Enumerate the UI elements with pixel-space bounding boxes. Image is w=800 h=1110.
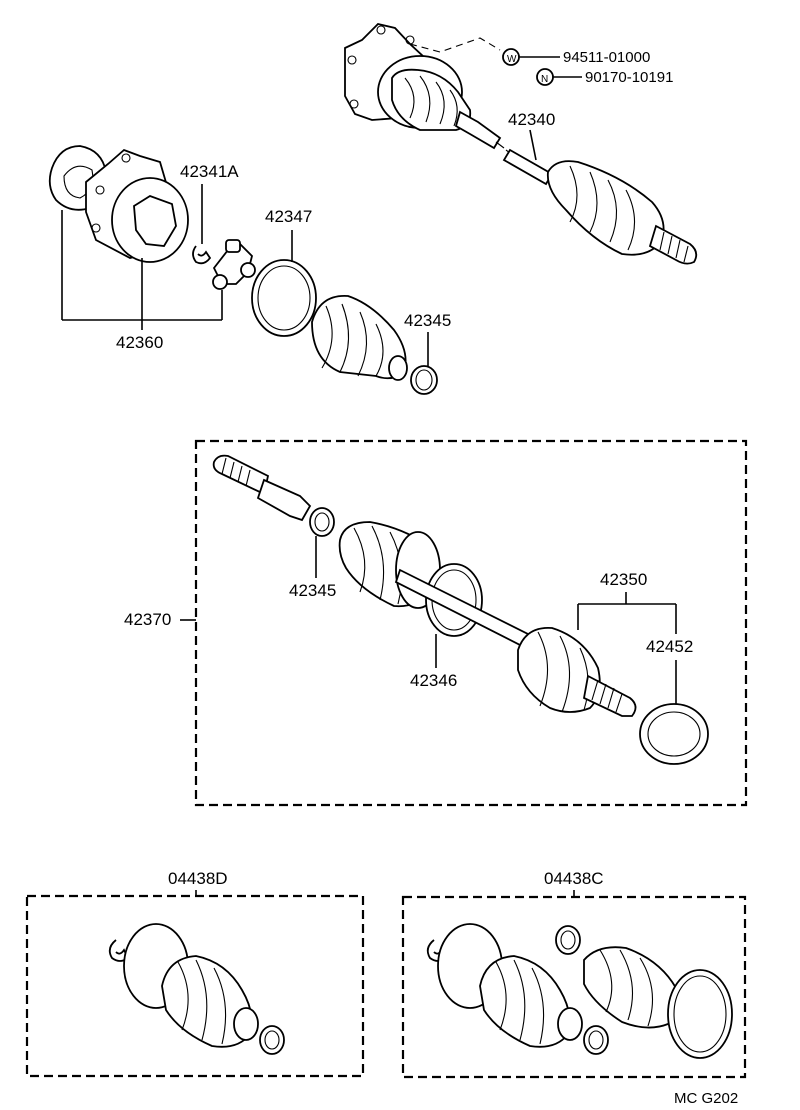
label-42340: 42340 xyxy=(508,110,555,129)
label-90170-10191: 90170-10191 xyxy=(585,69,673,86)
inboard-joint-group: 42341A 42347 42345 42360 xyxy=(48,145,451,395)
washer-symbol: W xyxy=(507,54,517,65)
label-42346: 42346 xyxy=(410,671,457,690)
label-42360: 42360 xyxy=(116,333,163,352)
label-42347: 42347 xyxy=(265,207,312,226)
label-42341a: 42341A xyxy=(180,162,239,181)
reference-code: MC G202 xyxy=(674,1090,738,1107)
label-04438d: 04438D xyxy=(168,869,228,888)
shaft-assembly-box-42370: 42370 42345 42346 42350 xyxy=(124,439,748,807)
nut-symbol: N xyxy=(541,74,548,85)
label-94511-01000: 94511-01000 xyxy=(563,49,650,66)
drive-shaft-assembly-42340: W 94511-01000 N 90170-10191 42340 xyxy=(344,23,698,265)
label-42370: 42370 xyxy=(124,610,171,629)
label-42350: 42350 xyxy=(600,570,647,589)
boot-kit-04438d: 04438D xyxy=(25,869,365,1078)
label-42345-top: 42345 xyxy=(404,311,451,330)
label-42452: 42452 xyxy=(646,637,693,656)
label-04438c: 04438C xyxy=(544,869,604,888)
boot-kit-04438c: 04438C xyxy=(401,869,747,1079)
label-42345-mid: 42345 xyxy=(289,581,336,600)
